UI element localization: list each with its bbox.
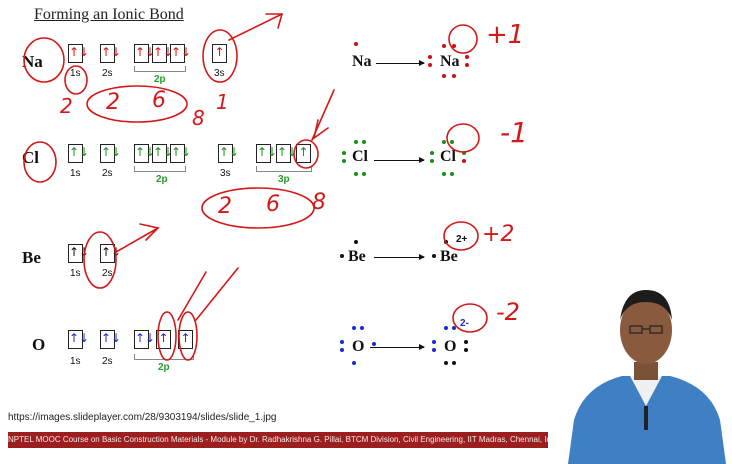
electron-dot <box>452 44 456 48</box>
lewis-cl-right: Cl <box>440 148 456 165</box>
electron-dot <box>464 348 468 352</box>
be-charge: 2+ <box>456 234 468 245</box>
lewis-o-left: O <box>352 338 365 355</box>
electron-dot <box>452 74 456 78</box>
label-1s: 1s <box>70 68 81 79</box>
orbital-box: ↑ <box>212 44 227 63</box>
electron-dot <box>432 348 436 352</box>
element-be: Be <box>22 248 41 267</box>
orbital-box: ↑ <box>296 144 311 163</box>
electron-dot <box>442 74 446 78</box>
electron-spin-arrow: ↑ <box>180 331 191 345</box>
electron-dot <box>432 254 436 258</box>
label-1s: 1s <box>70 356 81 367</box>
ink-na-8: 8 <box>192 106 205 130</box>
label-2s: 2s <box>102 356 113 367</box>
lewis-na-right: Na <box>440 53 460 70</box>
o-charge: 2- <box>460 318 469 329</box>
electron-dot <box>352 326 356 330</box>
electron-dot <box>452 361 456 365</box>
electron-dot <box>354 42 358 46</box>
label-2p: 2p <box>156 174 168 185</box>
ink-na-charge: +1 <box>486 20 525 50</box>
lewis-cl-left: Cl <box>352 148 368 165</box>
ink-cl-6: 6 <box>266 192 280 217</box>
electron-dot <box>450 172 454 176</box>
electron-dot <box>372 342 376 346</box>
ink-na-1: 1 <box>216 90 229 114</box>
ink-o-charge: -2 <box>496 298 520 326</box>
lewis-be-left: Be <box>348 248 366 265</box>
label-2s: 2s <box>102 268 113 279</box>
label-3p: 3p <box>278 174 290 185</box>
electron-dot <box>444 326 448 330</box>
electron-dot <box>442 140 446 144</box>
electron-dot <box>354 240 358 244</box>
label-1s: 1s <box>70 268 81 279</box>
ink-cl-2: 2 <box>218 194 232 219</box>
electron-dot <box>342 151 346 155</box>
label-3s: 3s <box>220 168 231 179</box>
arrow <box>374 157 425 163</box>
lewis-be-right: Be <box>440 248 458 265</box>
label-2s: 2s <box>102 168 113 179</box>
electron-dot <box>428 55 432 59</box>
orbital-box: ↑ <box>156 330 171 349</box>
presenter-video <box>568 290 726 464</box>
label-1s: 1s <box>70 168 81 179</box>
ink-be-charge: +2 <box>482 222 515 247</box>
label-2s: 2s <box>102 68 113 79</box>
electron-dot <box>452 326 456 330</box>
slide-title: Forming an Ionic Bond <box>34 6 184 23</box>
electron-dot <box>352 361 356 365</box>
electron-dot <box>442 172 446 176</box>
source-url: https://images.slideplayer.com/28/930319… <box>8 412 277 423</box>
ink-cl-8: 8 <box>312 190 326 215</box>
electron-dot <box>340 348 344 352</box>
arrow <box>370 344 425 350</box>
arrow <box>376 60 425 66</box>
lewis-o-right: O <box>444 338 457 355</box>
electron-dot <box>362 140 366 144</box>
label-2p: 2p <box>154 74 166 85</box>
electron-dot <box>462 159 466 163</box>
ink-na-2b: 2 <box>106 90 120 115</box>
electron-dot <box>442 44 446 48</box>
ink-na-2a: 2 <box>60 94 73 118</box>
electron-dot <box>360 326 364 330</box>
electron-spin-arrow: ↑ <box>214 45 225 59</box>
electron-dot <box>430 151 434 155</box>
label-2p: 2p <box>158 362 170 373</box>
electron-dot <box>465 55 469 59</box>
electron-dot <box>340 254 344 258</box>
electron-dot <box>340 340 344 344</box>
electron-dot <box>428 63 432 67</box>
label-3s: 3s <box>214 68 225 79</box>
ink-cl-charge: -1 <box>500 116 528 149</box>
electron-dot <box>444 361 448 365</box>
arrow <box>374 254 425 260</box>
electron-dot <box>450 140 454 144</box>
electron-dot <box>464 340 468 344</box>
ink-na-6: 6 <box>152 88 166 113</box>
electron-dot <box>462 151 466 155</box>
electron-dot <box>432 340 436 344</box>
electron-spin-arrow: ↑ <box>298 145 309 159</box>
electron-dot <box>354 140 358 144</box>
element-o: O <box>32 335 46 354</box>
brace <box>256 166 312 172</box>
lewis-na-left: Na <box>352 53 372 70</box>
brace <box>134 166 186 172</box>
electron-dot <box>465 63 469 67</box>
element-na: Na <box>22 52 43 71</box>
electron-dot <box>342 159 346 163</box>
brace <box>134 66 186 72</box>
course-footer: NPTEL MOOC Course on Basic Construction … <box>8 432 548 448</box>
electron-dot <box>430 159 434 163</box>
electron-spin-arrow: ↑ <box>158 331 169 345</box>
electron-dot <box>362 172 366 176</box>
electron-dot <box>354 172 358 176</box>
